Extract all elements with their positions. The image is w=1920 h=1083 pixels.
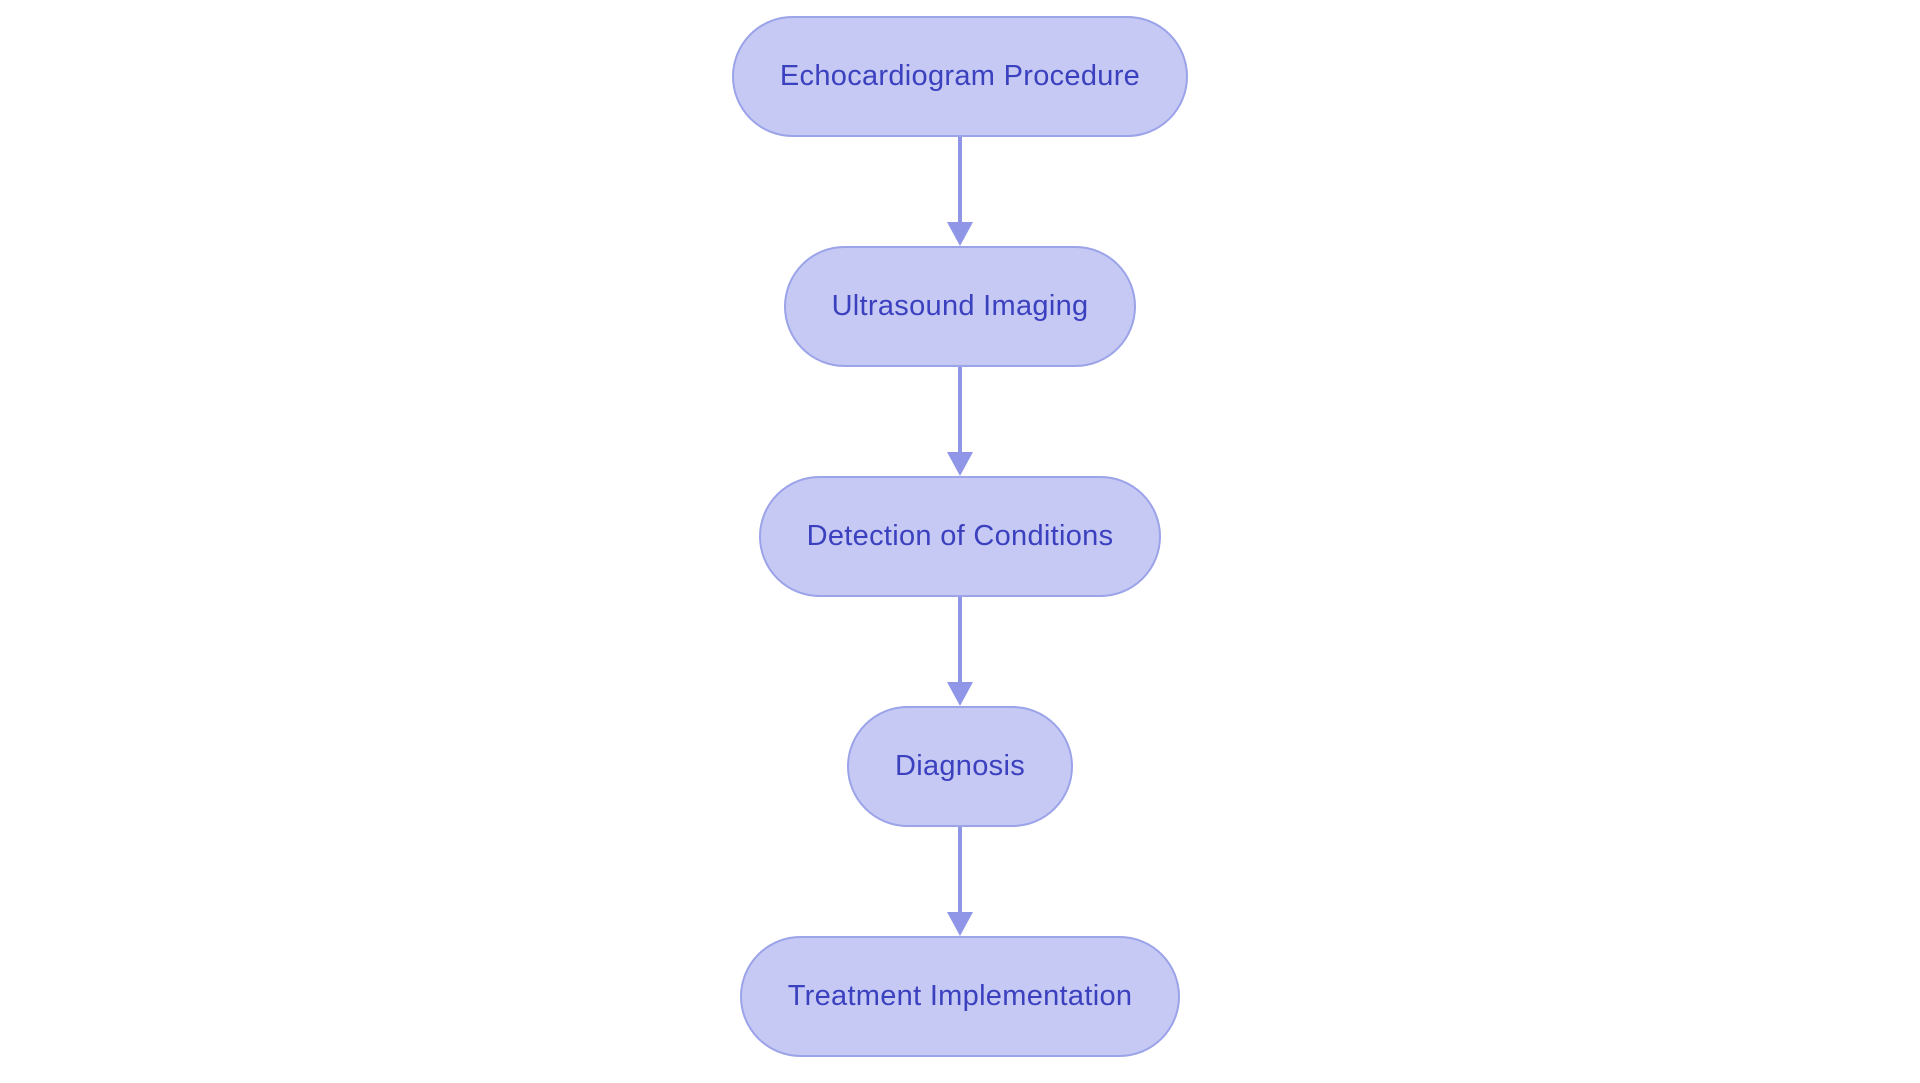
arrow-connector-2 (947, 367, 973, 476)
arrow-head-icon (947, 912, 973, 936)
arrow-connector-4 (947, 827, 973, 936)
arrow-connector-1 (947, 137, 973, 246)
node-label: Echocardiogram Procedure (779, 60, 1141, 92)
node-label: Detection of Conditions (806, 520, 1114, 552)
node-label: Diagnosis (894, 750, 1026, 782)
arrow-line (958, 827, 962, 912)
arrow-line (958, 597, 962, 682)
arrow-head-icon (947, 682, 973, 706)
arrow-line (958, 137, 962, 222)
flow-node-detection-of-conditions: Detection of Conditions (758, 476, 1162, 597)
node-label: Treatment Implementation (787, 980, 1133, 1012)
arrow-line (958, 367, 962, 452)
flow-node-echocardiogram-procedure: Echocardiogram Procedure (731, 16, 1189, 137)
node-label: Ultrasound Imaging (831, 290, 1089, 322)
arrow-head-icon (947, 222, 973, 246)
arrow-head-icon (947, 452, 973, 476)
flow-node-ultrasound-imaging: Ultrasound Imaging (783, 246, 1137, 367)
flow-node-treatment-implementation: Treatment Implementation (739, 936, 1181, 1057)
arrow-connector-3 (947, 597, 973, 706)
flow-node-diagnosis: Diagnosis (846, 706, 1074, 827)
